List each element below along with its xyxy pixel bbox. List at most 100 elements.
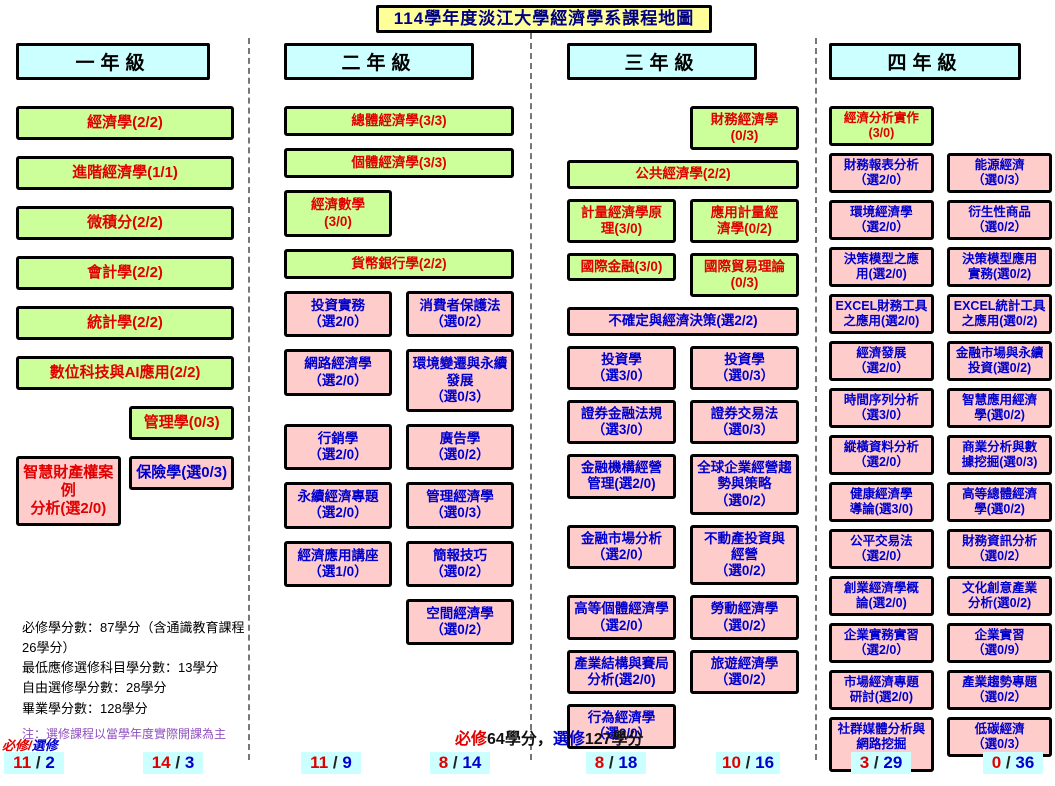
badge-required-count: 14 (151, 753, 171, 772)
course-box: 貨幣銀行學(2/2) (284, 248, 514, 279)
course-row: 創業經濟學概論(選2/0)文化創意產業分析(選0/2) (829, 576, 1052, 616)
course-row: 產業結構與賽局分析(選2/0)旅遊經濟學（選0/2） (567, 649, 799, 695)
course-box: 財務報表分析（選2/0） (829, 153, 934, 193)
course-row: 財務報表分析（選2/0） 能源經濟（選0/3） (829, 153, 1052, 193)
course-row: 經濟分析實作(3/0) (829, 106, 1052, 146)
course-label-line: （選0/2） (714, 617, 775, 633)
course-label-line: 智慧財產權案例 (23, 464, 114, 499)
course-label-line: 證券交易法 (710, 405, 779, 421)
course-label-line: （選0/9） (972, 643, 1028, 657)
course-label-line: 環境變遷與永續 (412, 356, 508, 372)
course-box: 微積分(2/2) (16, 206, 234, 240)
course-box: 永續經濟專題（選2/0） (284, 482, 393, 529)
course-label-line: 管理(選2/0) (587, 476, 656, 492)
course-box: 行銷學（選2/0） (284, 423, 393, 471)
course-label-line: 網路經濟學 (304, 356, 372, 372)
course-box: 經濟數學(3/0) (284, 190, 393, 237)
course-row: 計量經濟學原理(3/0)應用計量經濟學(0/2) (567, 198, 799, 243)
course-box: 管理經濟學（選0/3） (405, 482, 514, 529)
note-line: 必修學分數：87學分（含通識教育課程26學分） (22, 620, 245, 656)
course-box: 能源經濟（選0/3） (947, 153, 1052, 193)
course-label-line: 高等個體經濟學 (574, 601, 669, 617)
summary-part: 選修 (552, 731, 585, 748)
course-row: 微積分(2/2) (16, 206, 234, 240)
course-label-line: （選2/0） (591, 726, 652, 742)
credit-notes: 必修學分數：87學分（含通識教育課程26學分）最低應修選修科目學分數：13學分自… (22, 618, 250, 743)
elective-remark: 注：選修課程以當學年度實際開課為主 (22, 726, 227, 741)
course-row: 進階經濟學(1/1) (16, 156, 234, 190)
badge-elective-count: 16 (755, 753, 775, 772)
course-label-line: 貨幣銀行學(2/2) (351, 255, 447, 271)
course-box: 全球企業經營趨勢與策略（選0/2） (689, 454, 799, 515)
badge-required-count: 11 (13, 753, 32, 772)
course-label-line: 環境經濟學 (850, 205, 913, 219)
course-box: EXCEL統計工具之應用(選0/2) (947, 294, 1052, 334)
course-label-line: 分析(選2/0) (587, 671, 656, 687)
course-box: 高等總體經濟學(選0/2) (947, 482, 1052, 522)
course-row: 企業實務實習（選2/0）企業實習（選0/9） (829, 623, 1052, 663)
course-box: 進階經濟學(1/1) (16, 156, 234, 190)
course-label-line: 創業經濟學概 (843, 581, 919, 595)
course-box: 證券交易法（選0/3） (689, 399, 799, 445)
course-label-line: （選0/2） (972, 220, 1028, 234)
course-label-line: 經濟學(2/2) (87, 114, 163, 131)
course-label-line: （選3/0） (853, 408, 909, 422)
column-year2: 二年級總體經濟學(3/3)個體經濟學(3/3)經濟數學(3/0)貨幣銀行學(2/… (284, 43, 514, 657)
course-label-line: 時間序列分析 (843, 393, 919, 407)
course-box: 金融市場與永續投資(選0/2) (947, 341, 1052, 381)
course-row: 經濟應用講座（選1/0）簡報技巧（選0/2） (284, 540, 514, 587)
course-label-line: 全球企業經營趨 (697, 460, 792, 476)
badge-elective-count: 18 (618, 753, 638, 772)
course-label-line: 健康經濟學 (850, 487, 913, 501)
course-box: 管理學(0/3) (129, 406, 234, 440)
column-separator (530, 33, 532, 760)
course-label-line: 社群媒體分析與 (837, 722, 926, 736)
course-label-line: 勢與策略 (717, 476, 772, 492)
course-label-line: 企業實習 (974, 628, 1025, 642)
course-box: 統計學(2/2) (16, 306, 234, 340)
badge-required-count: 8 (438, 753, 449, 772)
course-label-line: 國際金融(3/0) (580, 258, 663, 274)
course-box: 不確定與經濟決策(選2/2) (567, 307, 799, 336)
course-label-line: （選2/0） (853, 220, 909, 234)
course-row: 投資學（選3/0）投資學（選0/3） (567, 345, 799, 390)
course-row: EXCEL財務工具之應用(選2/0)EXCEL統計工具之應用(選0/2) (829, 294, 1052, 334)
course-row: 決策模型之應用(選2/0)決策模型應用實務(選0/2) (829, 247, 1052, 287)
course-label-line: 管理學(0/3) (143, 414, 220, 431)
course-label-line: （選0/2） (430, 622, 490, 638)
course-label-line: （選0/2） (430, 563, 490, 579)
column-separator (248, 38, 250, 760)
course-label-line: 經濟應用講座 (297, 547, 379, 563)
badge-required-count: 8 (594, 753, 605, 772)
course-label-line: 金融市場分析 (581, 530, 663, 546)
course-label-line: (3/0) (324, 213, 352, 229)
course-label-line: 管理經濟學 (426, 489, 494, 505)
course-label-line: 研討(選2/0) (849, 690, 913, 704)
course-row: 縱橫資料分析（選2/0）商業分析與數據挖掘(選0/3) (829, 435, 1052, 475)
course-label-line: （選0/3） (430, 505, 490, 521)
badge-separator: / (175, 753, 181, 772)
course-box: 文化創意產業分析(選0/2) (947, 576, 1052, 616)
course-row: 總體經濟學(3/3) (284, 106, 514, 137)
course-box: 公平交易法（選2/0） (829, 529, 934, 569)
course-label-line: 投資學 (601, 351, 642, 367)
course-label-line: 會計學(2/2) (87, 264, 163, 281)
badge-required-count: 0 (991, 753, 1002, 772)
course-label-line: 據挖掘(選0/3) (961, 455, 1038, 469)
note-line: 畢業學分數：128學分 (22, 700, 148, 716)
course-box: 經濟應用講座（選1/0） (284, 540, 393, 587)
course-box: 行為經濟學（選2/0） (567, 704, 677, 749)
course-row: 經濟發展（選2/0）金融市場與永續投資(選0/2) (829, 341, 1052, 381)
course-label-line: 產業趨勢專題 (962, 675, 1038, 689)
course-box: 應用計量經濟學(0/2) (689, 198, 799, 243)
note-line: 最低應修選修科目學分數：13學分 (22, 660, 219, 676)
credit-badge: 11 / 9 (301, 752, 361, 774)
course-box: 證券金融法規（選3/0） (567, 399, 677, 445)
badge-separator: / (1005, 753, 1011, 772)
course-label-line: 公共經濟學(2/2) (635, 166, 731, 182)
course-label-line: （選0/2） (972, 549, 1028, 563)
course-label-line: 個體經濟學(3/3) (351, 155, 447, 171)
course-label-line: 商業分析與數 (962, 440, 1038, 454)
